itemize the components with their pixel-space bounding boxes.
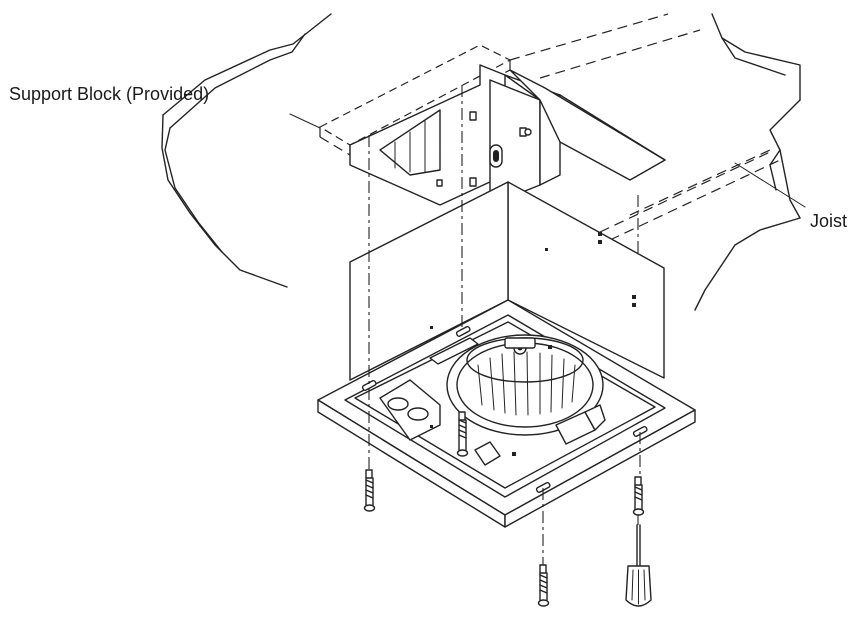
screw-bottom xyxy=(537,564,550,607)
screwdriver-icon xyxy=(625,524,652,607)
joist-dashed-lines xyxy=(509,13,806,241)
screws xyxy=(363,411,645,607)
screw-left xyxy=(363,469,376,512)
support-block-label: Support Block (Provided) xyxy=(9,84,210,104)
alignment-lines xyxy=(368,85,641,565)
motor-plate xyxy=(379,337,606,466)
fan-housing xyxy=(349,181,665,381)
support-bracket xyxy=(349,64,666,206)
screw-right xyxy=(632,476,645,516)
blower-wheel xyxy=(446,334,604,436)
left-joist xyxy=(161,13,332,288)
joist-label: Joist xyxy=(810,211,848,231)
right-joist xyxy=(694,13,801,311)
screw-middle xyxy=(456,411,469,457)
